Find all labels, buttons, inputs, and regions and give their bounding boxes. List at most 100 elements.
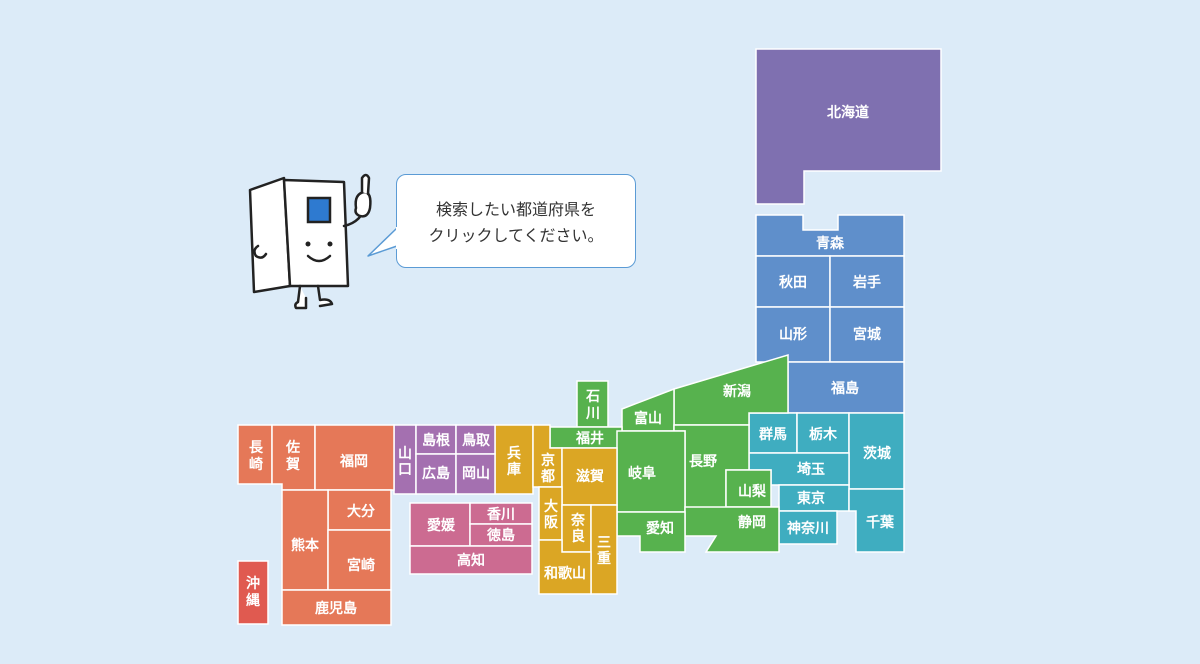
instruction-bubble: 検索したい都道府県を クリックしてください。	[396, 174, 636, 268]
pref-label-yamaguchi-2: 口	[398, 462, 412, 478]
pref-shizuoka[interactable]: 静岡	[684, 506, 780, 553]
pref-label-okinawa-1: 沖	[246, 575, 260, 592]
pref-label-miyazaki: 宮崎	[347, 557, 375, 574]
pref-chiba[interactable]: 千葉	[848, 488, 905, 553]
pref-fukushima[interactable]: 福島	[787, 361, 905, 414]
pref-kagawa[interactable]: 香川	[469, 502, 533, 525]
pref-label-yamagata: 山形	[779, 326, 807, 343]
pref-kagoshima[interactable]: 鹿児島	[281, 589, 392, 626]
pref-label-nagasaki-1: 長	[249, 440, 264, 456]
pref-label-miyagi: 宮城	[853, 326, 881, 343]
pref-label-tokushima: 徳島	[486, 527, 515, 544]
pref-label-ishikawa-2: 川	[585, 406, 600, 422]
pref-label-nara-1: 奈	[570, 512, 586, 529]
pref-label-okinawa-2: 縄	[246, 592, 260, 609]
pref-wakayama[interactable]: 和歌山	[538, 539, 592, 595]
pref-oita[interactable]: 大分	[327, 489, 392, 531]
pref-label-shizuoka: 静岡	[738, 514, 766, 531]
pref-label-okayama: 岡山	[462, 466, 490, 482]
pref-label-gifu: 岐阜	[628, 465, 656, 482]
pref-label-hyogo-1: 兵	[507, 445, 521, 462]
pref-fukui[interactable]: 福井	[549, 426, 623, 449]
pref-label-aomori: 青森	[816, 235, 845, 252]
pref-label-yamanashi: 山梨	[738, 483, 767, 500]
pref-ibaraki[interactable]: 茨城	[848, 412, 905, 490]
pref-ehime[interactable]: 愛媛	[409, 502, 471, 547]
pref-label-akita: 秋田	[779, 274, 807, 291]
pref-okayama[interactable]: 岡山	[455, 453, 496, 495]
pref-label-oita: 大分	[347, 503, 375, 520]
pref-shiga[interactable]: 滋賀	[561, 447, 618, 506]
pref-tochigi[interactable]: 栃木	[796, 412, 850, 454]
mascot-illustration	[248, 173, 372, 310]
pref-akita[interactable]: 秋田	[755, 255, 831, 308]
pref-label-fukuoka: 福岡	[339, 453, 368, 470]
bubble-tail	[367, 227, 400, 257]
pref-kochi[interactable]: 高知	[409, 545, 533, 575]
pref-label-kyoto-1: 京	[541, 452, 555, 469]
pref-label-shimane: 島根	[422, 432, 451, 449]
pref-shimane[interactable]: 島根	[415, 424, 457, 455]
pref-label-toyama: 富山	[634, 410, 662, 427]
instruction-line-1: 検索したい都道府県を	[435, 200, 596, 219]
pref-saga[interactable]: 佐 賀	[271, 424, 316, 491]
pref-osaka[interactable]: 大 阪	[538, 486, 563, 541]
pref-hyogo[interactable]: 兵 庫	[494, 424, 534, 495]
pref-okinawa[interactable]: 沖 縄	[237, 560, 269, 625]
pref-nara[interactable]: 奈 良	[561, 504, 592, 553]
pref-gunma[interactable]: 群馬	[748, 412, 798, 454]
instruction-line-2: クリックしてください。	[428, 226, 604, 245]
pref-yamagata[interactable]: 山形	[755, 306, 831, 363]
pref-label-mie-1: 三	[597, 535, 611, 551]
pref-aichi[interactable]: 愛知	[616, 511, 686, 553]
pref-miyazaki[interactable]: 宮崎	[327, 529, 392, 591]
pref-label-hiroshima: 広島	[422, 465, 450, 482]
pref-label-nagano: 長野	[689, 454, 717, 470]
pref-label-saga-2: 賀	[285, 456, 300, 473]
pref-iwate[interactable]: 岩手	[829, 255, 905, 308]
pref-label-iwate: 岩手	[852, 274, 881, 291]
pref-ishikawa[interactable]: 石 川	[576, 380, 609, 428]
pref-label-aichi: 愛知	[646, 520, 674, 537]
pref-label-shiga: 滋賀	[576, 468, 604, 485]
pref-miyagi[interactable]: 宮城	[829, 306, 905, 363]
pref-kanagawa[interactable]: 神奈川	[778, 510, 838, 545]
pref-label-wakayama: 和歌山	[544, 565, 586, 582]
pref-label-chiba: 千葉	[866, 514, 895, 531]
pref-tokyo[interactable]: 東京	[778, 484, 850, 512]
pref-label-hokkaido: 北海道	[827, 104, 869, 121]
pref-label-kumamoto: 熊本	[291, 537, 320, 554]
pref-label-hyogo-2: 庫	[507, 461, 521, 478]
pref-label-osaka-1: 大	[544, 498, 558, 515]
pref-label-tochigi: 栃木	[809, 426, 838, 443]
pref-label-yamaguchi-1: 山	[398, 446, 412, 462]
pref-label-ishikawa-1: 石	[585, 389, 600, 405]
pref-hiroshima[interactable]: 広島	[415, 453, 457, 495]
pref-label-niigata: 新潟	[723, 383, 751, 400]
pref-label-tokyo: 東京	[797, 490, 825, 507]
pref-label-kyoto-2: 都	[540, 469, 555, 485]
pref-aomori[interactable]: 青森	[755, 214, 905, 257]
pref-toyama[interactable]: 富山	[621, 387, 675, 432]
pref-yamaguchi[interactable]: 山 口	[393, 424, 417, 495]
pref-hokkaido[interactable]: 北海道	[755, 48, 942, 205]
pref-tokushima[interactable]: 徳島	[469, 523, 533, 547]
pref-label-saitama: 埼玉	[797, 461, 825, 478]
pref-label-kagawa: 香川	[486, 506, 515, 523]
pref-nagasaki[interactable]: 長 崎	[237, 424, 273, 485]
pref-mie[interactable]: 三 重	[590, 504, 618, 595]
pref-fukuoka[interactable]: 福岡	[314, 424, 395, 491]
pref-gifu[interactable]: 岐阜	[616, 430, 686, 513]
pref-label-kagoshima: 鹿児島	[314, 600, 357, 617]
pref-kumamoto[interactable]: 熊本	[281, 489, 329, 591]
pref-label-ibaraki: 茨城	[863, 445, 891, 462]
pref-tottori[interactable]: 鳥取	[455, 424, 496, 455]
pref-label-ehime: 愛媛	[427, 517, 456, 534]
pref-yamanashi[interactable]: 山梨	[725, 469, 772, 508]
pref-label-saga-1: 佐	[285, 439, 300, 456]
pref-label-mie-2: 重	[597, 550, 611, 567]
pref-label-osaka-2: 阪	[544, 515, 559, 531]
pref-label-nagasaki-2: 崎	[249, 456, 263, 473]
